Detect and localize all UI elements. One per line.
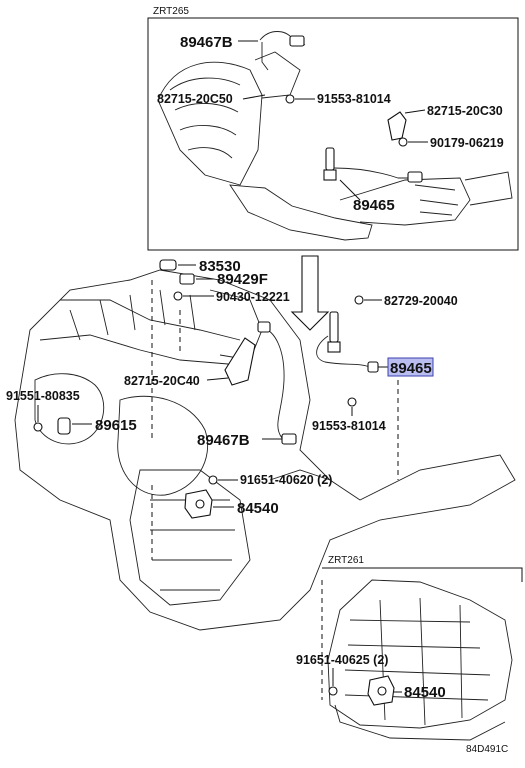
callout-89467b-top: 89467B [180,34,233,51]
callout-89465-top: 89465 [353,197,395,214]
callout-89465-main: 89465 [390,360,432,377]
top-inset: ZRT265 89467B 82715-20C50 91553-8 [147,6,519,251]
knock-sensor-drawing [57,417,71,435]
air-fuel-sensor-main-drawing [281,433,297,445]
detail-arrow [290,255,330,331]
callout-89615: 89615 [95,417,137,434]
callout-82715-20c50: 82715-20C50 [157,92,233,106]
callout-89429f: 89429F [217,271,268,288]
callout-84540-bottom: 84540 [404,684,446,701]
callout-82715-20c30: 82715-20C30 [427,104,503,118]
callout-82729-20040: 82729-20040 [384,294,458,308]
top-inset-variant-label: ZRT265 [153,6,189,17]
callout-91651-40620: 91651-40620 (2) [240,473,332,487]
callout-90179-06219: 90179-06219 [430,136,504,150]
callout-82715-20c40: 82715-20C40 [124,374,200,388]
callout-91553-81014-top: 91553-81014 [317,92,391,106]
oil-pressure-switch-drawing [159,259,177,271]
exhaust-manifold-drawing [157,51,513,241]
air-fuel-sensor-top-drawing [259,31,306,71]
oxygen-sensor-main-drawing [316,311,379,373]
callout-89467b-main: 89467B [197,432,250,449]
bottom-inset: ZRT261 91651-40625 (2) 84540 [296,555,523,741]
oxygen-sensor-top-drawing [323,147,423,183]
neutral-start-switch-bottom-drawing [367,675,395,706]
sensor-bracket-main-drawing [224,321,285,439]
callout-91553-81014-main: 91553-81014 [312,419,386,433]
callout-91551-80835: 91551-80835 [6,389,80,403]
callout-83530: 83530 [199,258,241,275]
callout-91651-40625: 91651-40625 (2) [296,653,388,667]
top-inset-frame [147,17,519,251]
neutral-start-switch-main-drawing [184,489,213,519]
diagram-id: 84D491C [466,744,508,755]
callout-84540-main: 84540 [237,500,279,517]
callout-90430-12221: 90430-12221 [216,290,290,304]
bottom-inset-variant-label: ZRT261 [328,555,364,566]
callout-89465-main-highlight [387,357,434,377]
